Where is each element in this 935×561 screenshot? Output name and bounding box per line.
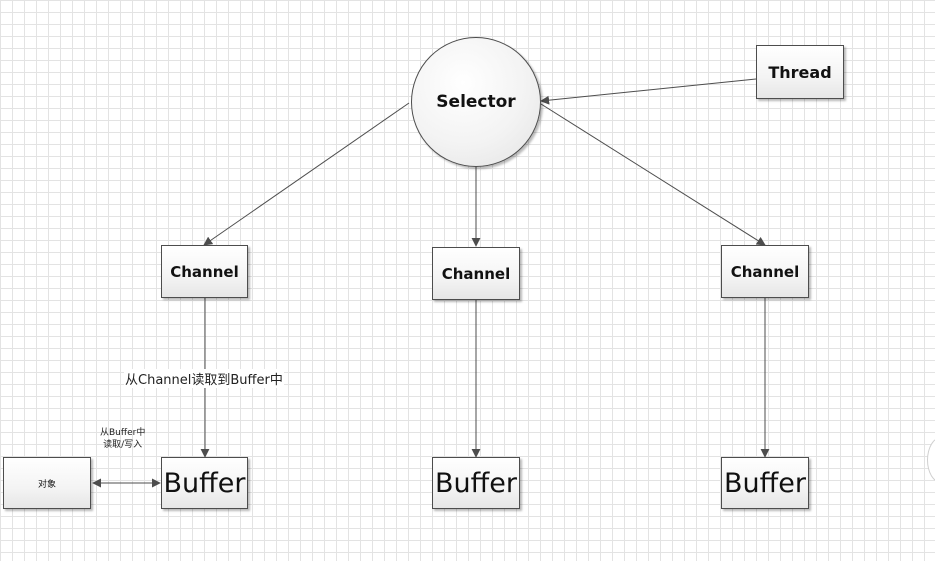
thread-to-selector-arrow (540, 78, 757, 105)
channel-node-left[interactable]: Channel (161, 245, 248, 298)
selector-to-channel-right-arrow (540, 103, 766, 246)
buffer-node-left[interactable]: Buffer (161, 457, 248, 509)
buffer-label: Buffer (163, 467, 246, 499)
channel-to-buffer-annotation: 从Channel读取到Buffer中 (124, 369, 284, 388)
buffer-rw-line2: 读取/写入 (103, 440, 143, 450)
channel-node-right[interactable]: Channel (721, 245, 809, 298)
buffer-label: Buffer (724, 467, 806, 499)
channel-label: Channel (730, 262, 800, 281)
channel-node-middle[interactable]: Channel (432, 247, 520, 300)
channel-label: Channel (441, 264, 511, 283)
selector-label: Selector (436, 92, 516, 112)
selector-to-channel-left-arrow (203, 102, 410, 246)
selector-node[interactable]: Selector (411, 37, 541, 167)
buffer-label: Buffer (435, 467, 517, 499)
buffer-node-middle[interactable]: Buffer (432, 457, 520, 509)
channel-label: Channel (170, 262, 239, 281)
buffer-node-right[interactable]: Buffer (721, 457, 809, 509)
thread-node[interactable]: Thread (756, 45, 844, 99)
thread-label: Thread (768, 62, 832, 82)
object-node[interactable]: 对象 (3, 457, 91, 509)
buffer-rw-line1: 从Buffer中 (100, 428, 146, 438)
object-label: 对象 (37, 479, 56, 490)
buffer-read-write-annotation: 从Buffer中 读取/写入 (100, 427, 145, 451)
